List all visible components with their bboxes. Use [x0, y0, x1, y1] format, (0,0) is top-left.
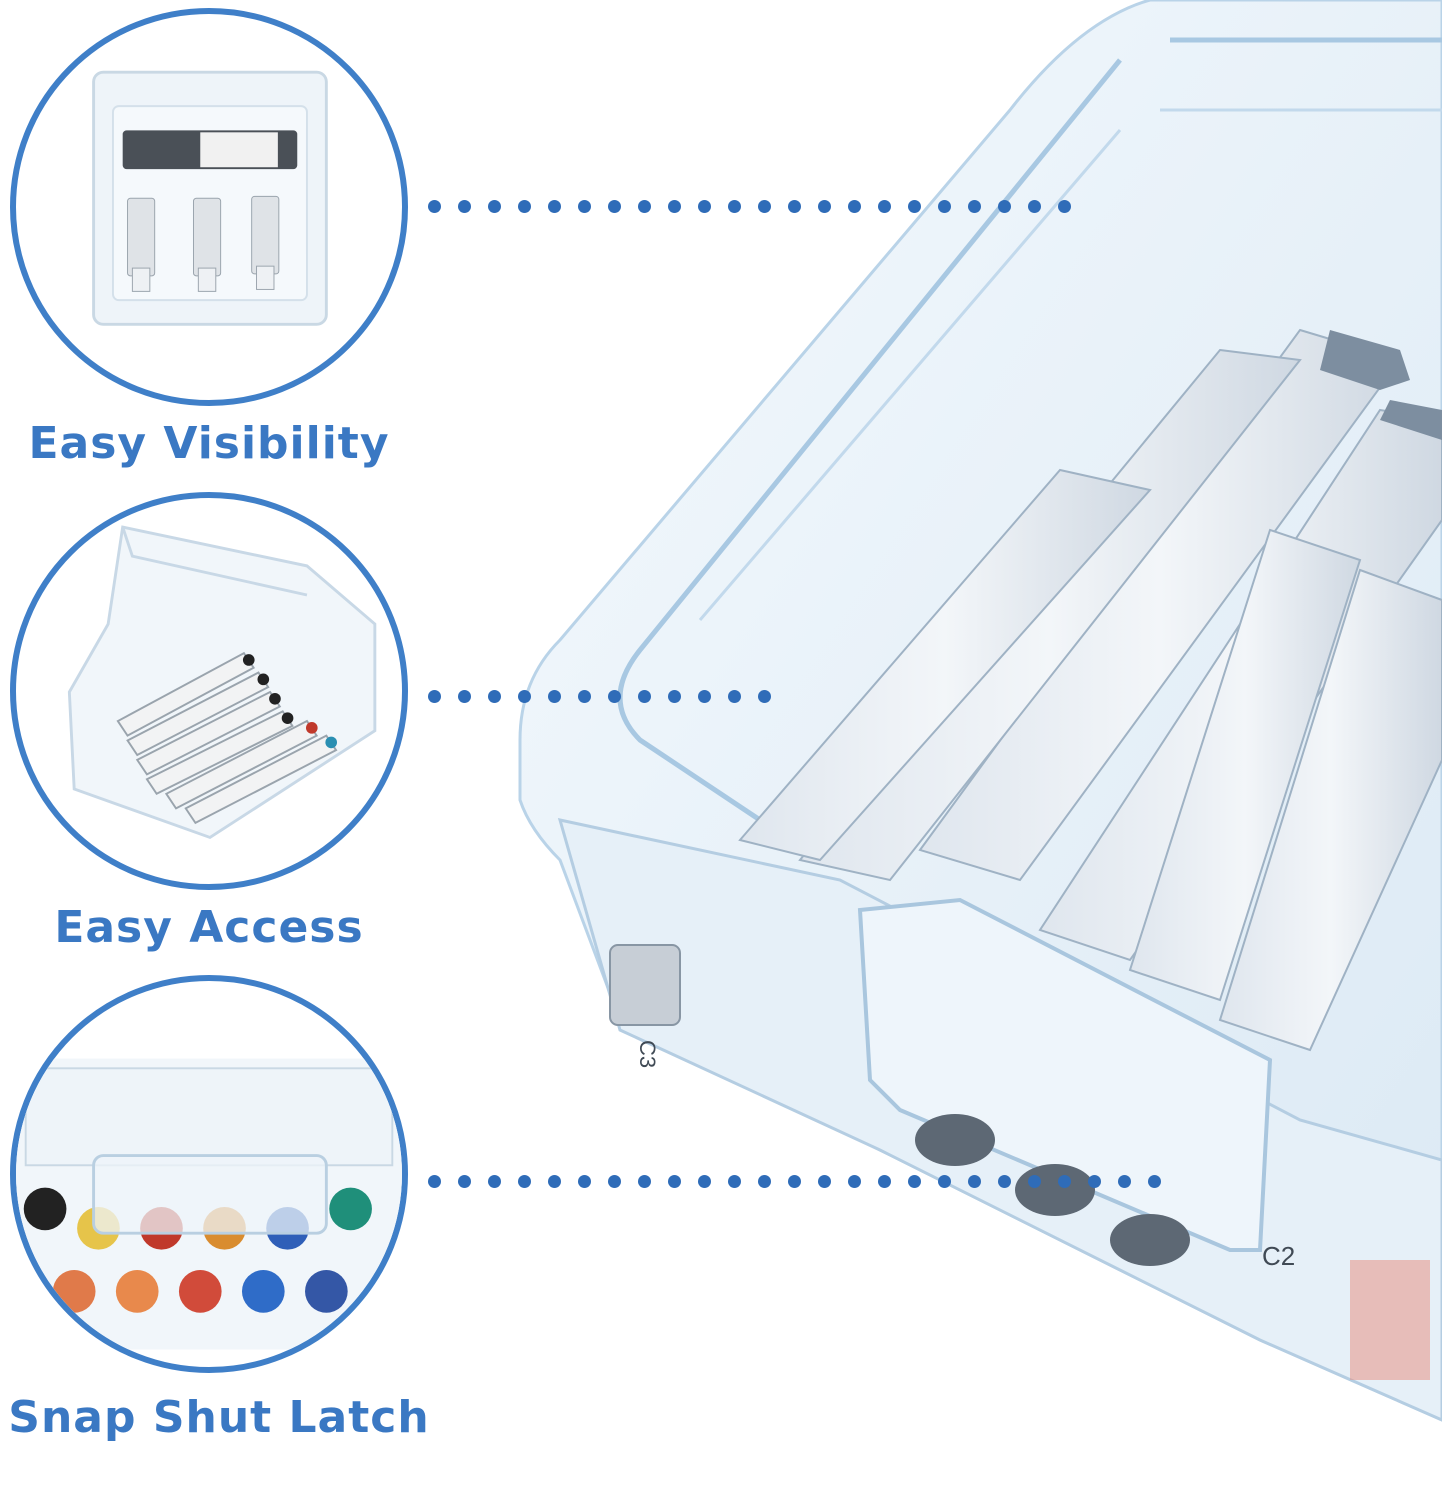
marker-label-c3: C3 — [635, 1040, 660, 1068]
connector-dots — [428, 1175, 1178, 1189]
connector-dots — [428, 200, 1078, 214]
feature-label-easy-access: Easy Access — [54, 902, 364, 953]
easy-visibility-image — [10, 8, 408, 406]
feature-label-easy-visibility: Easy Visibility — [28, 418, 390, 469]
open-marker-case-icon — [67, 525, 377, 840]
snap-shut-latch-image — [10, 975, 408, 1373]
feature-label-snap-shut-latch: Snap Shut Latch — [8, 1392, 430, 1443]
latched-marker-case-icon — [16, 1058, 402, 1350]
easy-access-image — [10, 492, 408, 890]
connector-dots — [428, 690, 778, 704]
marker-label-c2: C2 — [1262, 1241, 1295, 1271]
paint-tubes-case-icon — [92, 70, 328, 326]
